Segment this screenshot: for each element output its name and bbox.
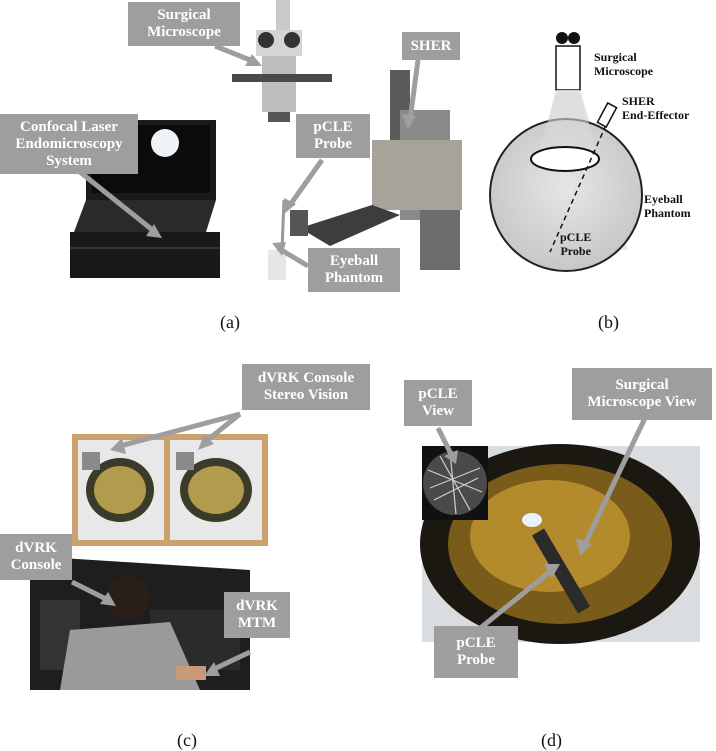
callout-dvrk-console: dVRK Console — [0, 534, 72, 580]
arrow-stereo-left — [119, 411, 241, 449]
arrow-mtm — [210, 649, 252, 673]
panel-a-photo — [0, 0, 480, 300]
operator-body — [60, 622, 200, 690]
callout-pcle-probe-d: pCLE Probe — [434, 626, 518, 678]
arrow-confocal — [78, 170, 157, 234]
panel-c: dVRK Console Stereo Vision dVRK Console … — [0, 360, 380, 700]
callout-surgical-microscope: Surgical Microscope — [128, 2, 240, 46]
callout-pcle-view: pCLE View — [404, 380, 472, 426]
callout-surgical-microscope-view: Surgical Microscope View — [572, 368, 712, 420]
callout-dvrk-mtm: dVRK MTM — [224, 592, 290, 638]
arrow-microscope-view — [581, 414, 649, 548]
caption-b: (b) — [598, 312, 619, 332]
microscope-eyepiece-icon — [556, 32, 568, 44]
arrow-console — [70, 579, 110, 603]
microscope-stand — [276, 0, 290, 30]
caption-a: (a) — [220, 312, 240, 332]
laser-cart — [70, 232, 220, 278]
probe-in-view — [531, 528, 591, 614]
callout-pcle-probe: pCLE Probe — [296, 114, 370, 158]
label-eyeball-phantom: Eyeball Phantom — [644, 192, 691, 220]
panel-b: Surgical Microscope SHER End-Effector Ey… — [488, 20, 716, 300]
panel-b-schematic — [489, 32, 643, 272]
caption-c: (c) — [177, 730, 197, 750]
pcle-probe-line — [280, 199, 286, 251]
label-pcle-probe: pCLE Probe — [560, 230, 592, 258]
operator-head — [106, 576, 150, 620]
label-surgical-microscope: Surgical Microscope — [594, 50, 654, 78]
callout-eyeball-phantom: Eyeball Phantom — [308, 248, 400, 292]
callout-confocal-system: Confocal Laser Endomicroscopy System — [0, 114, 138, 174]
microscope-body-icon — [555, 45, 581, 91]
arrow-probe — [287, 158, 325, 207]
eyeball-opening — [530, 146, 600, 172]
callout-sher: SHER — [402, 32, 460, 60]
eyeball-phantom-jar — [268, 250, 286, 280]
panel-d: pCLE View Surgical Microscope View pCLE … — [400, 360, 716, 700]
laptop — [74, 200, 216, 232]
arrow-pcle-view — [435, 426, 455, 458]
end-effector-icon — [596, 101, 618, 129]
arrow-sher — [407, 59, 421, 121]
panel-c-photo — [0, 360, 380, 700]
panel-a: Surgical Microscope SHER Confocal Laser … — [0, 0, 480, 300]
confocal-image-disc — [151, 129, 179, 157]
arrow-stereo-right — [203, 412, 242, 444]
caption-d: (d) — [541, 730, 562, 750]
microscope-body — [262, 56, 296, 112]
callout-dvrk-stereo-vision: dVRK Console Stereo Vision — [242, 364, 370, 410]
arrow-pcle-probe — [476, 568, 554, 632]
arrow-microscope — [214, 43, 256, 65]
panel-d-photo — [400, 360, 716, 700]
sher-arm — [300, 205, 400, 246]
label-sher-end-effector: SHER End-Effector — [622, 94, 690, 122]
